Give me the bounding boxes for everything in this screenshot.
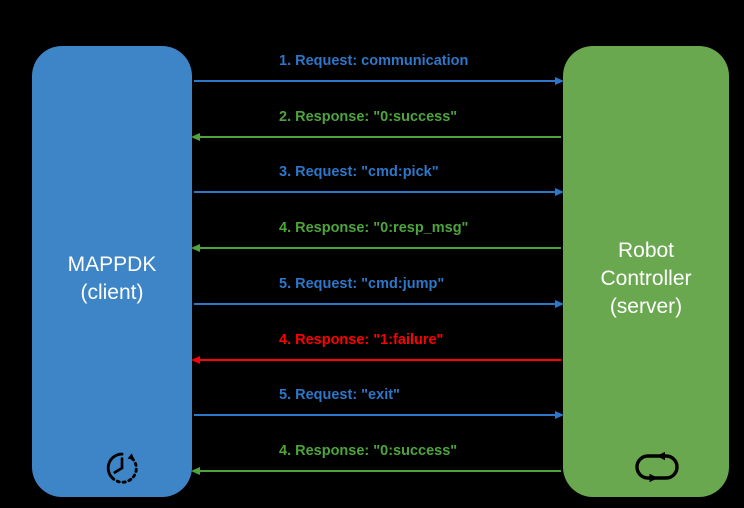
actor-server-title: Robot Controller (server): [600, 237, 691, 321]
arrowhead-right-icon: [555, 76, 564, 85]
message-label: 2. Response: "0:success": [279, 109, 458, 125]
arrowhead-right-icon: [555, 410, 564, 419]
message-row: 4. Response: "0:success": [191, 434, 563, 475]
actor-server-title-line: Controller: [600, 266, 692, 290]
message-row: 4. Response: "0:resp_msg": [191, 211, 563, 252]
actor-client-title-line: MAPPDK: [67, 252, 157, 276]
message-line: [194, 136, 561, 138]
message-line: [194, 80, 561, 82]
message-label: 1. Request: communication: [279, 53, 469, 69]
actor-client-box: MAPPDK (client): [32, 46, 192, 497]
message-line: [194, 247, 561, 249]
actor-server-title-line: Robot: [617, 238, 675, 262]
message-label: 5. Request: "exit": [279, 387, 400, 403]
message-row: 4. Response: "1:failure": [191, 323, 563, 364]
message-row: 5. Request: "cmd:jump": [192, 267, 564, 308]
message-row: 5. Request: "exit": [192, 378, 564, 419]
message-row: 2. Response: "0:success": [191, 100, 563, 141]
message-label: 4. Response: "0:success": [279, 443, 458, 459]
message-line: [194, 191, 561, 193]
message-label: 4. Response: "1:failure": [279, 332, 444, 348]
actor-client-title-line: (client): [80, 280, 144, 304]
message-label: 5. Request: "cmd:jump": [279, 276, 445, 292]
message-row: 1. Request: communication: [192, 44, 564, 85]
actor-client-title: MAPPDK (client): [68, 251, 157, 307]
loop-icon: [635, 452, 679, 482]
message-label: 4. Response: "0:resp_msg": [279, 220, 469, 236]
message-row: 3. Request: "cmd:pick": [192, 155, 564, 196]
actor-server-title-line: (server): [609, 294, 683, 318]
arrowhead-left-icon: [191, 355, 200, 364]
arrowhead-left-icon: [191, 243, 200, 252]
clock-icon: [106, 452, 138, 484]
message-line: [194, 414, 561, 416]
message-line: [194, 303, 561, 305]
message-line: [194, 359, 561, 361]
arrowhead-right-icon: [555, 187, 564, 196]
arrowhead-right-icon: [555, 299, 564, 308]
arrowhead-left-icon: [191, 132, 200, 141]
arrowhead-left-icon: [191, 466, 200, 475]
message-line: [194, 470, 561, 472]
message-label: 3. Request: "cmd:pick": [279, 164, 439, 180]
actor-server-box: Robot Controller (server): [563, 46, 729, 497]
